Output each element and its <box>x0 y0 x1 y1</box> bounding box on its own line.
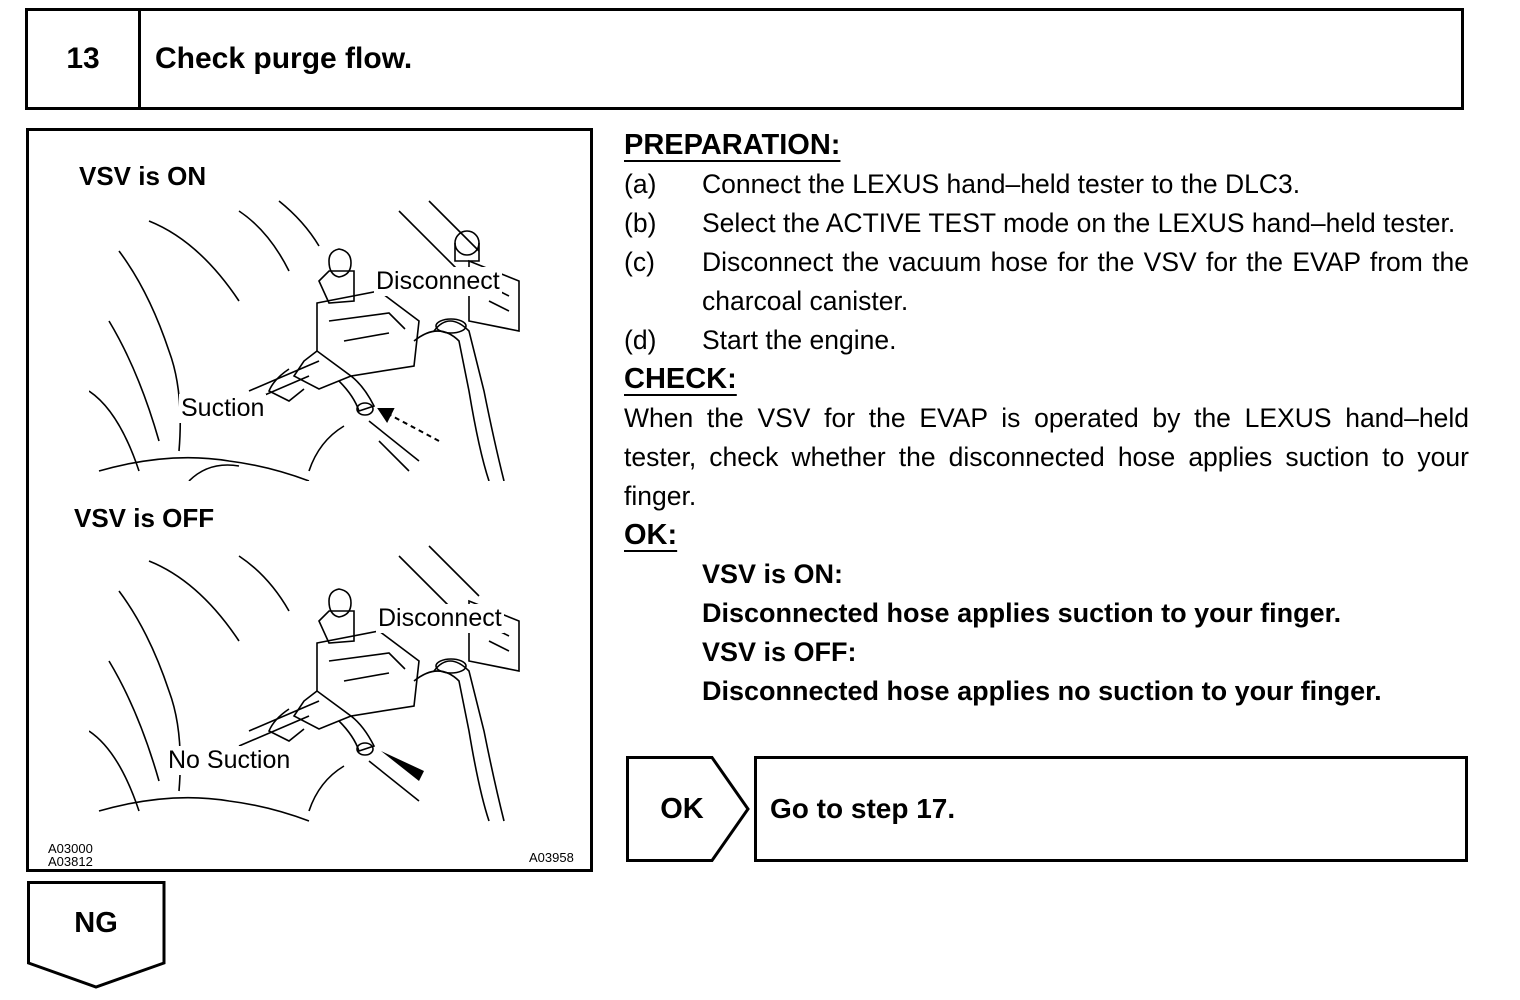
ok-line: VSV is OFF: <box>702 637 857 667</box>
figure-code-3: A03958 <box>529 850 574 865</box>
ng-badge-label: NG <box>74 906 118 939</box>
ok-action-text: Go to step 17. <box>770 793 956 824</box>
preparation-step: (b) Select the ACTIVE TEST mode on the L… <box>624 204 1469 243</box>
ok-line: Disconnected hose applies no suction to … <box>702 676 1382 706</box>
ok-line: Disconnected hose applies suction to you… <box>702 598 1342 628</box>
preparation-step: (d) Start the engine. <box>624 321 1469 360</box>
step-text: Select the ACTIVE TEST mode on the LEXUS… <box>702 208 1456 238</box>
ok-criteria: VSV is ON: Disconnected hose applies suc… <box>624 555 1469 711</box>
preparation-title: PREPARATION: <box>624 129 841 161</box>
label-disconnect-top: Disconnect <box>374 267 502 296</box>
preparation-step: (c) Disconnect the vacuum hose for the V… <box>624 243 1469 321</box>
label-no-suction: No Suction <box>166 746 293 775</box>
ok-title: OK: <box>624 519 678 551</box>
step-header: 13 Check purge flow. <box>25 8 1464 110</box>
ok-badge-label: OK <box>660 792 704 825</box>
check-title: CHECK: <box>624 363 737 395</box>
engine-illustration-vsv-on <box>89 200 520 481</box>
figure-code-2: A03812 <box>48 854 93 869</box>
step-letter: (a) <box>624 169 657 199</box>
ok-arrow-badge <box>626 756 750 862</box>
ok-action-box: Go to step 17. <box>754 756 1468 862</box>
label-disconnect-bottom: Disconnect <box>376 604 504 633</box>
step-text: Start the engine. <box>702 325 897 355</box>
figure-label-vsv-off: VSV is OFF <box>74 503 215 533</box>
label-suction: Suction <box>179 394 267 423</box>
step-letter: (b) <box>624 208 657 238</box>
step-text: Disconnect the vacuum hose for the VSV f… <box>702 247 1469 316</box>
procedure-text: PREPARATION: (a) Connect the LEXUS hand–… <box>624 126 1469 711</box>
illustration-figure: VSV is ON <box>26 128 593 872</box>
step-number: 13 <box>28 11 141 107</box>
engine-illustration-vsv-off <box>89 545 520 822</box>
ok-line: VSV is ON: <box>702 559 844 589</box>
preparation-step: (a) Connect the LEXUS hand–held tester t… <box>624 165 1469 204</box>
step-letter: (c) <box>624 247 655 277</box>
ng-arrow-badge <box>27 881 166 989</box>
step-letter: (d) <box>624 325 657 355</box>
figure-label-vsv-on: VSV is ON <box>79 161 207 191</box>
figure-code-1: A03000 <box>48 841 93 856</box>
step-title: Check purge flow. <box>155 42 413 75</box>
check-text: When the VSV for the EVAP is operated by… <box>624 403 1469 511</box>
step-text: Connect the LEXUS hand–held tester to th… <box>702 169 1301 199</box>
